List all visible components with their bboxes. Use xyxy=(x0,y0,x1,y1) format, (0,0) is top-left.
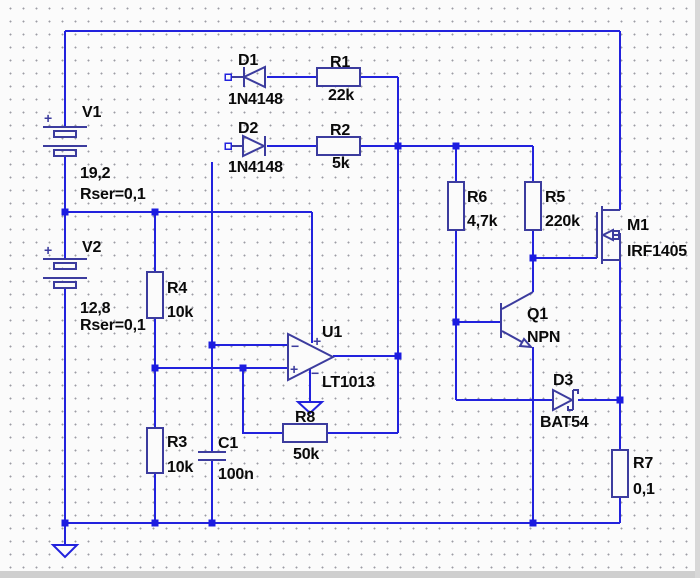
component-M1-nmos-transistor[interactable] xyxy=(596,206,621,264)
component-R4-resistor[interactable] xyxy=(146,271,164,319)
component-C1-capacitor[interactable] xyxy=(198,451,226,461)
label-R5-value[interactable]: 220k xyxy=(545,213,580,230)
component-D1-diode[interactable] xyxy=(231,65,266,89)
label-R1-ref[interactable]: R1 xyxy=(330,54,351,71)
v2-plus-marker: + xyxy=(44,242,52,258)
component-R1-resistor[interactable] xyxy=(316,67,361,87)
component-R7-resistor[interactable] xyxy=(611,449,629,498)
component-U1-opamp[interactable]: − + + − xyxy=(287,332,336,382)
opamp-noninverting-input-marker: + xyxy=(290,361,298,377)
v1-plus-marker: + xyxy=(44,110,52,126)
label-R1-value[interactable]: 22k xyxy=(328,87,355,104)
ground-symbol[interactable] xyxy=(50,544,80,559)
label-V1-param[interactable]: Rser=0,1 xyxy=(80,186,146,203)
component-R6-resistor[interactable] xyxy=(447,181,465,231)
component-R8-resistor[interactable] xyxy=(282,423,328,443)
label-D1-value[interactable]: 1N4148 xyxy=(228,91,283,108)
labels: V1 19,2 Rser=0,1 V2 12,8 Rser=0,1 D1 1N4… xyxy=(80,52,687,498)
component-D2-diode[interactable] xyxy=(231,134,267,158)
opamp-vminus-marker: − xyxy=(311,365,319,381)
label-R3-ref[interactable]: R3 xyxy=(167,434,188,451)
label-D1-ref[interactable]: D1 xyxy=(238,52,259,69)
opamp-inverting-input-marker: − xyxy=(291,338,299,354)
component-V2-battery[interactable]: + xyxy=(43,242,87,289)
label-V2-ref[interactable]: V2 xyxy=(82,239,102,256)
label-V2-param[interactable]: Rser=0,1 xyxy=(80,317,146,334)
label-M1-value[interactable]: IRF1405 xyxy=(627,243,687,260)
label-D2-ref[interactable]: D2 xyxy=(238,120,259,137)
label-M1-ref[interactable]: M1 xyxy=(627,217,649,234)
window-edge-bottom xyxy=(0,571,700,578)
label-D3-ref[interactable]: D3 xyxy=(553,372,574,389)
label-R8-ref[interactable]: R8 xyxy=(295,409,316,426)
opamp-ground-symbol[interactable] xyxy=(295,401,325,415)
label-R8-value[interactable]: 50k xyxy=(293,446,320,463)
label-R2-ref[interactable]: R2 xyxy=(330,122,351,139)
label-C1-ref[interactable]: C1 xyxy=(218,435,239,452)
window-edge-right xyxy=(695,0,700,578)
label-R5-ref[interactable]: R5 xyxy=(545,189,566,206)
label-D2-value[interactable]: 1N4148 xyxy=(228,159,283,176)
opamp-vplus-marker: + xyxy=(313,333,321,349)
label-Q1-ref[interactable]: Q1 xyxy=(527,306,548,323)
label-C1-value[interactable]: 100n xyxy=(218,466,254,483)
component-R3-resistor[interactable] xyxy=(146,427,164,474)
wires[interactable] xyxy=(64,30,621,545)
label-R7-value[interactable]: 0,1 xyxy=(633,481,655,498)
label-R4-value[interactable]: 10k xyxy=(167,304,194,321)
label-V1-ref[interactable]: V1 xyxy=(82,104,102,121)
label-V2-value[interactable]: 12,8 xyxy=(80,300,111,317)
label-U1-ref[interactable]: U1 xyxy=(322,324,343,341)
label-R2-value[interactable]: 5k xyxy=(332,155,350,172)
label-V1-value[interactable]: 19,2 xyxy=(80,165,111,182)
component-R5-resistor[interactable] xyxy=(524,181,542,231)
unconnected-pin-markers xyxy=(224,73,232,150)
label-R3-value[interactable]: 10k xyxy=(167,459,194,476)
label-Q1-value[interactable]: NPN xyxy=(527,329,560,346)
junction-dots xyxy=(61,142,624,527)
component-Q1-npn-transistor[interactable] xyxy=(500,291,534,349)
label-R4-ref[interactable]: R4 xyxy=(167,280,188,297)
component-R2-resistor[interactable] xyxy=(316,136,361,156)
label-R7-ref[interactable]: R7 xyxy=(633,455,654,472)
label-D3-value[interactable]: BAT54 xyxy=(540,414,589,431)
label-R6-ref[interactable]: R6 xyxy=(467,189,488,206)
label-U1-value[interactable]: LT1013 xyxy=(322,374,375,391)
component-V1-battery[interactable]: + xyxy=(43,110,87,157)
label-R6-value[interactable]: 4,7k xyxy=(467,213,498,230)
component-D3-schottky-diode[interactable] xyxy=(552,388,579,412)
